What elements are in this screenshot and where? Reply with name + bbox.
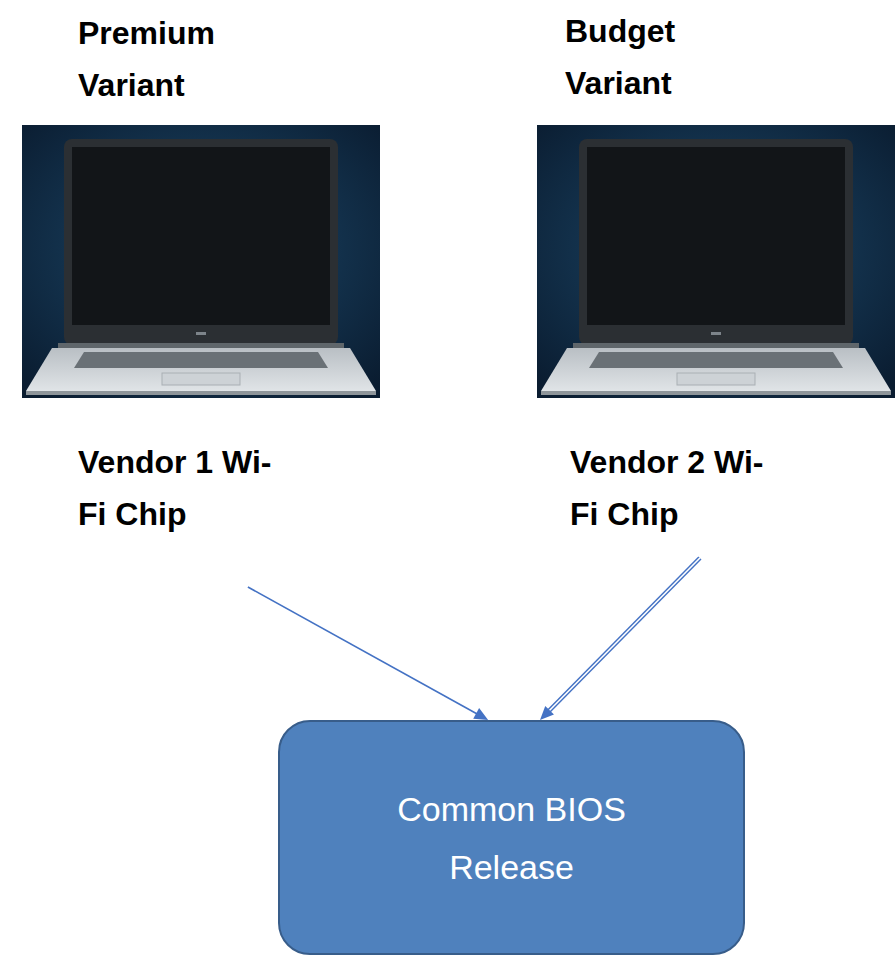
variant-group: Premium VariantVendor 1 Wi-Fi Chip [22,5,380,585]
chip-label: Vendor 1 Wi-Fi Chip [78,436,288,540]
variant-heading: Budget Variant [565,5,775,109]
process-box: Common BIOS Release [278,720,745,955]
double-line-outer [548,558,699,711]
variant-group: Budget VariantVendor 2 Wi-Fi Chip [537,5,895,556]
arrow-connector [248,587,488,720]
bios-box-text: Common BIOS Release [382,780,642,896]
arrow-line [248,587,478,714]
arrow-connector [540,558,700,720]
laptop-photo [22,125,380,398]
laptop-photo [537,125,895,398]
double-line-inner [548,558,699,711]
arrow-head [540,706,554,720]
chip-label: Vendor 2 Wi-Fi Chip [570,436,780,540]
arrow-head [473,708,488,720]
variant-heading: Premium Variant [78,7,288,111]
